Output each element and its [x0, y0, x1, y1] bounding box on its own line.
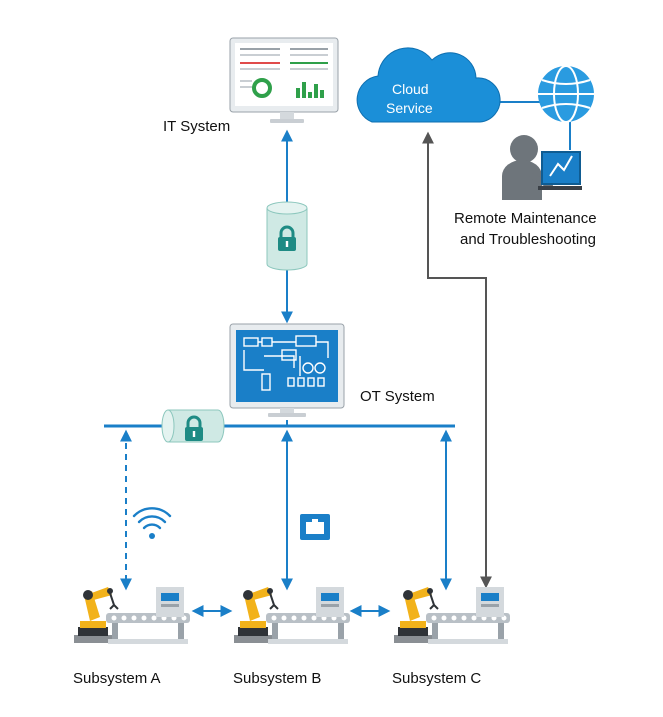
ot-system-label: OT System: [360, 388, 435, 405]
padlock-icon: [161, 409, 225, 443]
cloud-icon: [356, 47, 501, 123]
technician-laptop-icon: [502, 135, 582, 200]
subsystem-a-label: Subsystem A: [73, 670, 161, 687]
ot-system-monitor-icon: [229, 323, 345, 417]
subsystem-b-label: Subsystem B: [233, 670, 321, 687]
subsystem-b-machine-icon: [233, 586, 351, 645]
ethernet-port-icon: [300, 514, 330, 540]
cloud-service-label-line1: Cloud: [392, 81, 429, 97]
remote-label-line1: Remote Maintenance: [454, 210, 597, 227]
remote-access-path: [422, 131, 492, 589]
subsystem-c-label: Subsystem C: [392, 670, 481, 687]
subsystem-c-machine-icon: [393, 586, 511, 645]
padlock-icon: [266, 201, 308, 271]
cloud-service-label-line2: Service: [386, 100, 433, 116]
subsystem-a-machine-icon: [73, 586, 191, 645]
it-system-monitor-icon: [229, 37, 339, 123]
remote-label-line2: and Troubleshooting: [460, 231, 596, 248]
wifi-icon: [132, 507, 172, 539]
it-system-label: IT System: [163, 118, 230, 135]
globe-icon: [538, 65, 594, 123]
